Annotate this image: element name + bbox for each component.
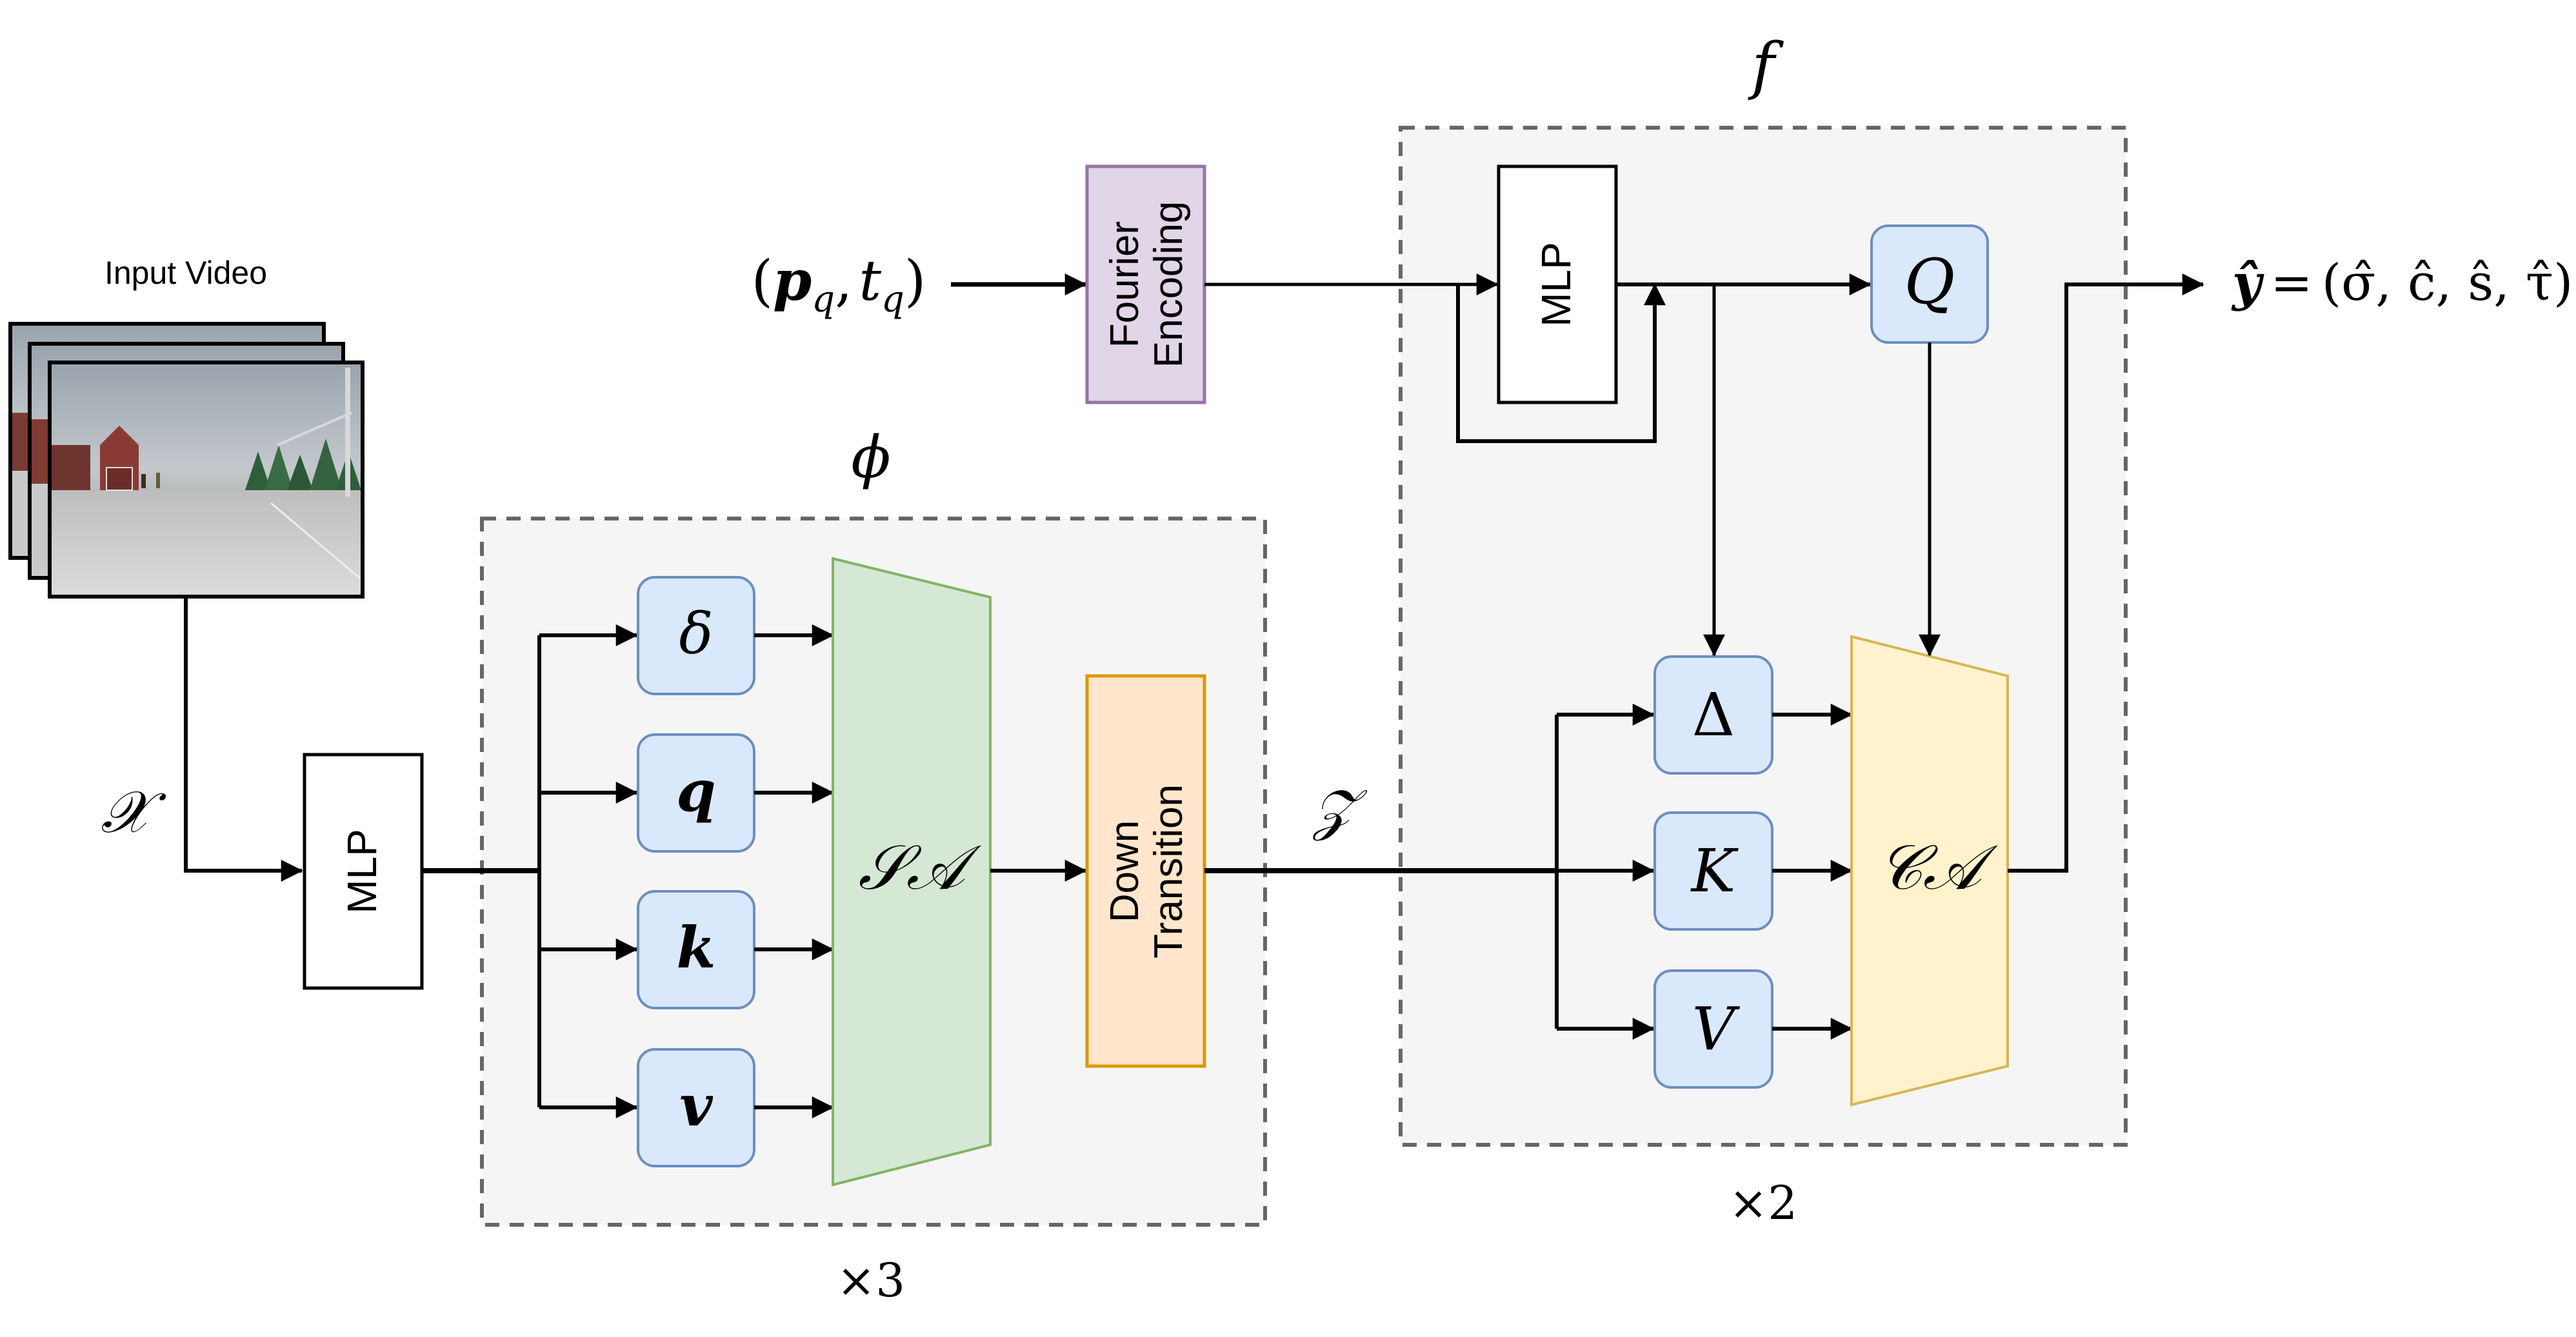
decoder-repeat: ×2 — [1729, 1176, 1797, 1230]
video-frame-front — [48, 361, 364, 599]
query-input-label: (pq,tq) — [752, 248, 926, 321]
encoder-repeat: ×3 — [837, 1253, 905, 1307]
encoder-branch-k: k — [539, 890, 834, 1009]
decoder-branch-key: K — [1557, 811, 1853, 931]
encoder-branch-delta: δ — [539, 576, 834, 695]
decoder-mlp-block: MLP — [1497, 164, 1618, 404]
down-transition-block: Down Transition — [1085, 674, 1206, 1068]
down-transition-label-line2: Transition — [1146, 784, 1191, 958]
fourier-label-line2: Encoding — [1146, 201, 1191, 368]
fourier-label-line1: Fourier — [1103, 221, 1147, 348]
key-label: K — [1690, 837, 1739, 906]
mlp-residual-edge — [1456, 283, 1666, 443]
delta-cap-label: Δ — [1692, 680, 1735, 749]
input-video-title: Input Video — [105, 255, 267, 291]
video-to-mlp-edge — [184, 597, 303, 882]
encoder-name-phi: ϕ — [851, 424, 890, 491]
decoder-branch-value: V — [1557, 969, 1853, 1089]
self-attention-block: 𝒮𝒜 — [832, 557, 992, 1187]
svg-text:ŷ=(σ̂, ĉ, ŝ, τ̂): ŷ=(σ̂, ĉ, ŝ, τ̂) — [2231, 253, 2573, 312]
v-label: v — [679, 1072, 713, 1139]
encoder-branch-q: q — [539, 733, 834, 853]
video-label-x: 𝒳 — [101, 778, 166, 846]
cross-attention-block: 𝒞𝒜 — [1850, 635, 2009, 1107]
latent-label-z: 𝒵 — [1312, 778, 1368, 842]
input-mlp-label: MLP — [339, 829, 385, 914]
decoder-branch-delta-cap: Δ — [1557, 655, 1853, 775]
down-transition-label-line1: Down — [1103, 820, 1147, 923]
self-attention-label: 𝒮𝒜 — [858, 831, 981, 904]
query-q-block: Q — [1870, 224, 1989, 344]
delta-label: δ — [679, 600, 714, 667]
encoder-branch-v: v — [539, 1048, 834, 1167]
cross-attention-label: 𝒞𝒜 — [1878, 831, 1999, 904]
q-label: q — [676, 757, 716, 824]
decoder-name-f: f — [1748, 30, 1784, 102]
decoder-mlp-label: MLP — [1533, 242, 1579, 327]
fourier-encoding-block: Fourier Encoding — [1085, 164, 1206, 404]
output-label: ŷ=(σ̂, ĉ, ŝ, τ̂) — [2231, 253, 2573, 312]
value-label: V — [1692, 995, 1741, 1064]
ca-to-output-edge — [2008, 273, 2204, 873]
query-q-label: Q — [1904, 246, 1955, 318]
svg-text:(pq,tq): (pq,tq) — [752, 248, 926, 321]
k-label: k — [677, 914, 716, 981]
input-mlp-block: MLP — [303, 753, 424, 990]
